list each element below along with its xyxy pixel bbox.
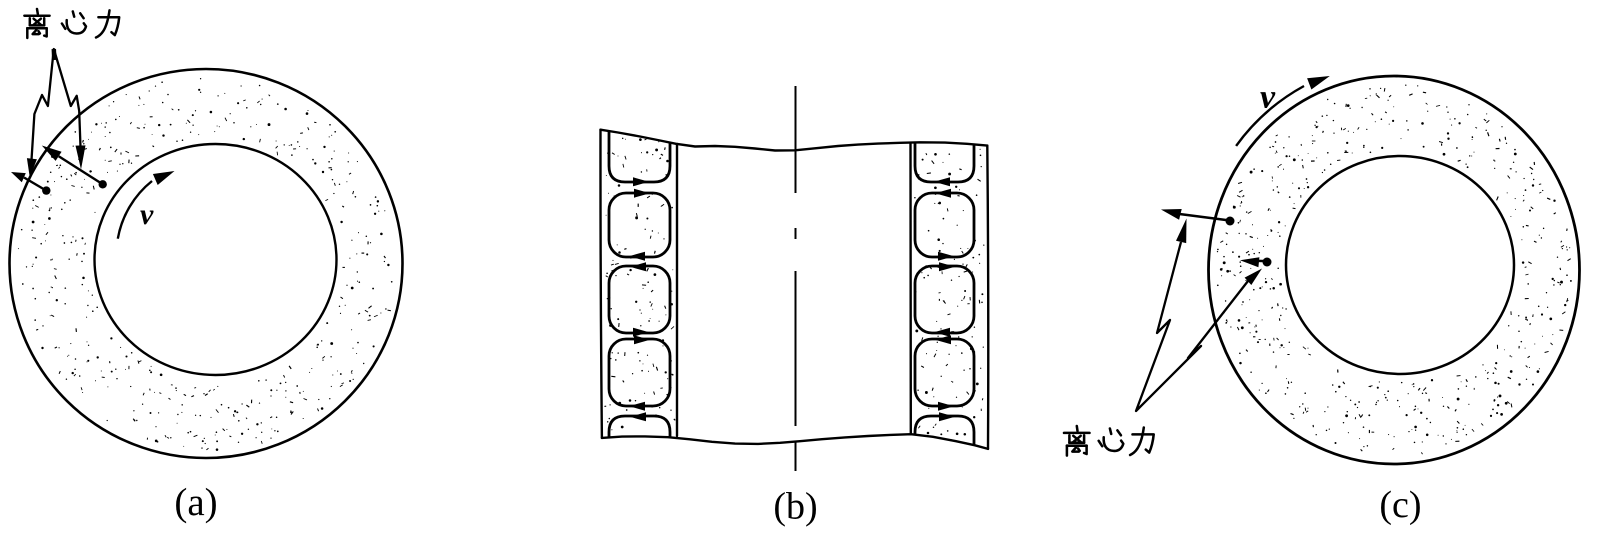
svg-text:v: v	[1260, 79, 1276, 116]
svg-text:v: v	[140, 198, 154, 231]
svg-text:(a): (a)	[174, 481, 217, 524]
svg-text:(c): (c)	[1379, 484, 1421, 526]
svg-text:(b): (b)	[773, 486, 817, 528]
